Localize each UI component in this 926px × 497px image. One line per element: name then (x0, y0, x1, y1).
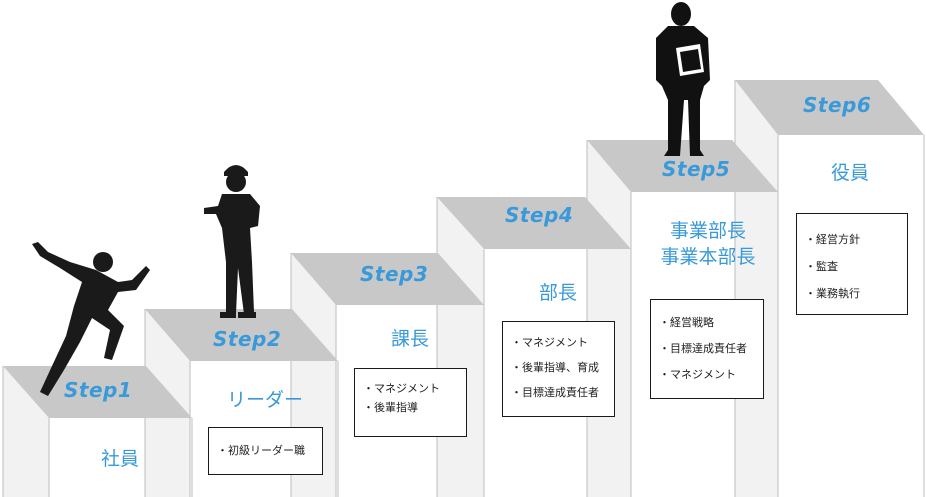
step3-label: Step3 (360, 262, 429, 286)
step3-description-box: マネジメント 後輩指導 (354, 368, 467, 437)
step1-role: 社員 (82, 446, 158, 472)
stair-side (587, 140, 631, 497)
person-with-clipboard-icon (656, 2, 710, 156)
step5-description-box: 経営戦略 目標達成責任者 マネジメント (650, 299, 764, 399)
worker-with-helmet-icon (204, 165, 260, 318)
step5-role: 事業部長 事業本部長 (640, 218, 776, 270)
stair-tread (291, 253, 484, 305)
step4-item: マネジメント (511, 330, 606, 355)
step4-description-box: マネジメント 後輩指導、育成 目標達成責任者 (502, 321, 615, 417)
step4-role: 部長 (498, 280, 618, 306)
step4-label: Step4 (505, 203, 574, 227)
step6-label: Step6 (803, 93, 872, 117)
stair-side (3, 366, 49, 497)
step1-label: Step1 (64, 378, 133, 402)
stair-side (735, 80, 778, 497)
step2-role-line: リーダー (226, 389, 303, 411)
step2-item: 初級リーダー職 (217, 440, 314, 461)
step6-description-box: 経営方針 監査 業務執行 (796, 213, 908, 315)
step5-item: マネジメント (659, 362, 755, 388)
step6-item: 経営方針 (805, 226, 899, 253)
step6-item: 業務執行 (805, 280, 899, 307)
stair-tread (735, 80, 924, 135)
step3-item: 後輩指導 (363, 398, 458, 417)
step5-label: Step5 (662, 157, 731, 181)
step4-item: 後輩指導、育成 (511, 355, 606, 380)
running-person-icon (32, 242, 150, 396)
step3-role: 課長 (350, 326, 470, 352)
stair-tread (437, 197, 631, 249)
step3-role-line: 課長 (390, 328, 429, 350)
step6-role-line: 役員 (830, 162, 869, 184)
step5-role-line-1: 事業部長 (669, 220, 746, 242)
step3-item: マネジメント (363, 379, 458, 398)
step1-role-line: 社員 (100, 448, 139, 470)
step2-label: Step2 (213, 327, 282, 351)
stair-tread (587, 140, 778, 192)
step4-item: 目標達成責任者 (511, 380, 606, 405)
step5-role-line-2: 事業本部長 (660, 246, 756, 268)
stair-edge (2, 366, 193, 497)
step2-description-box: 初級リーダー職 (208, 427, 323, 475)
step6-role: 役員 (790, 160, 910, 186)
step6-item: 監査 (805, 253, 899, 280)
step5-item: 経営戦略 (659, 310, 755, 336)
step2-role: リーダー (200, 387, 330, 413)
step5-item: 目標達成責任者 (659, 336, 755, 362)
stair-tread (145, 309, 338, 361)
step4-role-line: 部長 (538, 282, 577, 304)
